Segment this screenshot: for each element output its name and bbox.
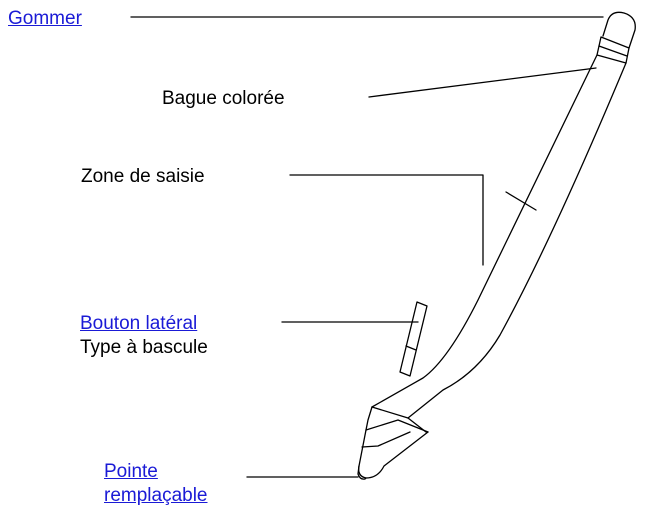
replaceable-tip-link[interactable]: Pointe [104,461,158,482]
pen-barrel [371,54,598,408]
side-switch-link[interactable]: Bouton latéral [80,313,198,334]
side-switch [399,301,428,377]
pen-nib [357,465,367,480]
leader-zone [289,174,484,266]
eraser-cap [602,11,636,49]
grip-cone [371,406,427,433]
replaceable-tip-link-line2[interactable]: remplaçable [104,485,208,506]
rocker-type-label: Type à bascule [80,337,208,358]
colored-ring [596,36,630,64]
grip-zone-label: Zone de saisie [81,166,205,187]
eraser-link[interactable]: Gommer [8,8,82,29]
colored-ring-label: Bague colorée [162,88,285,109]
leader-bague [368,67,597,98]
